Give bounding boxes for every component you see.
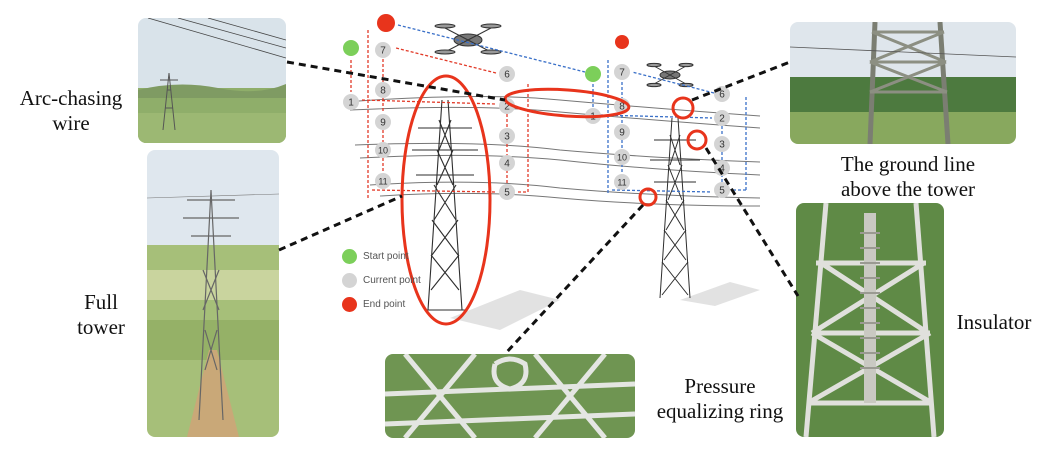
left-waypoints: 1 2 3 4 5 6 7 8 9 10 11 — [343, 42, 515, 200]
full-tower-label: Full tower — [58, 290, 144, 340]
left-waypoint-label-1: 1 — [348, 98, 354, 109]
right-waypoint-5 — [714, 182, 730, 198]
right-waypoint-label-4: 4 — [719, 164, 725, 175]
start-point-icon — [342, 248, 357, 264]
power-lines — [344, 95, 761, 207]
full-tower-label-line1: Full — [84, 290, 118, 314]
right-waypoint-11 — [614, 174, 630, 190]
ground-line-highlight — [671, 96, 695, 120]
left-waypoint-label-4: 4 — [504, 159, 510, 170]
arc-chasing-wire-photo — [138, 18, 286, 143]
ground-line-label-line2: above the tower — [840, 177, 976, 201]
drone-icon — [434, 23, 502, 55]
legend: Start point Current point End point — [342, 244, 421, 316]
left-waypoint-3 — [499, 128, 515, 144]
left-waypoint-6 — [499, 66, 515, 82]
arc-chasing-wire-label-line1: Arc-chasing — [19, 86, 123, 110]
left-waypoint-9 — [375, 114, 391, 130]
pressure-ring-label-line1: Pressure — [684, 374, 756, 398]
right-waypoint-4 — [714, 160, 730, 176]
full-tower-label-line2: tower — [77, 315, 125, 339]
left-waypoint-10 — [375, 142, 391, 158]
left-waypoint-label-3: 3 — [504, 132, 510, 143]
ground-line-photo — [790, 22, 1016, 144]
pressure-ring-label: Pressure equalizing ring — [645, 374, 795, 424]
arc-chasing-wire-label: Arc-chasing wire — [4, 86, 138, 136]
left-waypoint-1 — [343, 94, 359, 110]
legend-current: Current point — [342, 268, 421, 292]
legend-end-label: End point — [363, 298, 406, 310]
left-waypoint-label-8: 8 — [380, 86, 386, 97]
left-waypoint-4 — [499, 155, 515, 171]
right-tower — [650, 117, 700, 299]
current-point-icon — [342, 272, 357, 288]
left-waypoint-label-9: 9 — [380, 118, 386, 129]
insulator-photo — [796, 203, 944, 437]
drone-icon — [646, 62, 694, 88]
right-waypoint-label-9: 9 — [619, 128, 625, 139]
left-waypoint-label-5: 5 — [504, 188, 510, 199]
left-tower — [412, 99, 478, 311]
left-waypoint-8 — [375, 82, 391, 98]
arc-chasing-wire-label-line2: wire — [52, 111, 90, 135]
right-waypoint-3 — [714, 136, 730, 152]
legend-end: End point — [342, 292, 421, 316]
arc-chasing-wire-highlight — [503, 87, 631, 119]
end-point-right — [615, 35, 629, 49]
start-point-right — [585, 66, 601, 82]
right-waypoint-label-3: 3 — [719, 140, 725, 151]
right-waypoint-10 — [614, 149, 630, 165]
right-waypoint-9 — [614, 124, 630, 140]
pressure-ring-highlight — [638, 187, 658, 207]
legend-start: Start point — [342, 244, 421, 268]
right-waypoint-2 — [714, 110, 730, 126]
ground-line-label-line1: The ground line — [840, 152, 976, 176]
right-waypoint-label-5: 5 — [719, 186, 725, 197]
end-point-left — [377, 14, 395, 32]
right-waypoint-label-6: 6 — [719, 90, 725, 101]
right-waypoint-label-7: 7 — [619, 68, 625, 79]
legend-current-label: Current point — [363, 274, 421, 286]
insulator-highlight — [686, 129, 708, 151]
insulator-label-text: Insulator — [956, 310, 1032, 334]
left-waypoint-label-2: 2 — [504, 102, 510, 113]
pressure-ring-label-line2: equalizing ring — [656, 399, 784, 423]
right-waypoint-label-11: 11 — [617, 178, 626, 188]
right-waypoint-label-8: 8 — [619, 102, 625, 113]
left-flight-path — [350, 30, 529, 200]
full-tower-highlight — [400, 74, 492, 326]
left-waypoint-label-6: 6 — [504, 70, 510, 81]
right-waypoint-label-2: 2 — [719, 114, 725, 125]
legend-start-label: Start point — [363, 250, 409, 262]
leader-lines — [278, 60, 800, 356]
ground-line-label: The ground line above the tower — [818, 152, 998, 202]
left-waypoint-7 — [375, 42, 391, 58]
right-flight-path — [397, 24, 747, 195]
left-waypoint-5 — [499, 184, 515, 200]
end-point-icon — [342, 296, 357, 312]
left-waypoint-2 — [499, 98, 515, 114]
pressure-ring-photo — [385, 354, 635, 438]
full-tower-photo — [147, 150, 279, 437]
left-waypoint-11 — [375, 173, 391, 189]
insulator-label: Insulator — [944, 310, 1044, 335]
right-waypoint-7 — [614, 64, 630, 80]
left-waypoint-label-11: 11 — [378, 177, 387, 187]
left-waypoint-label-7: 7 — [380, 46, 386, 57]
left-waypoint-label-10: 10 — [378, 146, 388, 156]
start-point-left — [343, 40, 359, 56]
right-waypoint-label-10: 10 — [617, 153, 627, 163]
